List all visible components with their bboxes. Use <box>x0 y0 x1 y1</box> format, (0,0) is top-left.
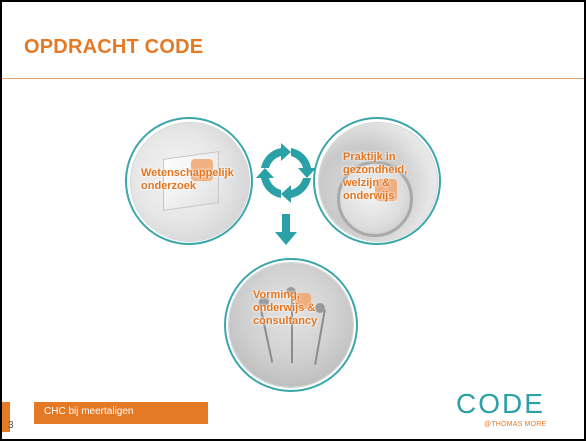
pin-head-image <box>315 303 325 313</box>
title-divider <box>2 78 584 79</box>
magnifying-glass-image <box>337 161 413 237</box>
page-number: 3 <box>8 420 14 431</box>
circle-label-research: Wetenschappelijk onderzoek <box>141 167 234 192</box>
pin-head-image <box>259 297 269 307</box>
logo-subtitle: @THOMAS MORE <box>484 421 547 428</box>
puzzle-piece-icon <box>295 293 311 309</box>
footer-bar: CHC bij meertaligen <box>34 402 208 424</box>
circular-arrows-icon <box>256 143 316 203</box>
code-logo: CODE @THOMAS MORE <box>454 388 564 432</box>
puzzle-piece-icon <box>375 179 397 201</box>
pin-head-image <box>286 287 296 297</box>
circle-label-practice: Praktijk in gezondheid, welzijn & onderw… <box>343 151 408 202</box>
circle-practice: Praktijk in gezondheid, welzijn & onderw… <box>318 122 438 242</box>
pin-image <box>291 293 293 363</box>
circle-scientific-research: Wetenschappelijk onderzoek <box>130 122 250 242</box>
puzzle-piece-icon <box>191 159 213 181</box>
circle-label-education: Vorming, onderwijs & consultancy <box>253 289 318 327</box>
slide-title: OPDRACHT CODE <box>24 36 204 58</box>
down-arrow-icon <box>275 214 297 245</box>
logo-word: CODE <box>456 388 545 419</box>
circle-education: Vorming, onderwijs & consultancy <box>228 262 354 388</box>
page-number-strip <box>2 402 10 432</box>
footer-text: CHC bij meertaligen <box>44 406 134 417</box>
